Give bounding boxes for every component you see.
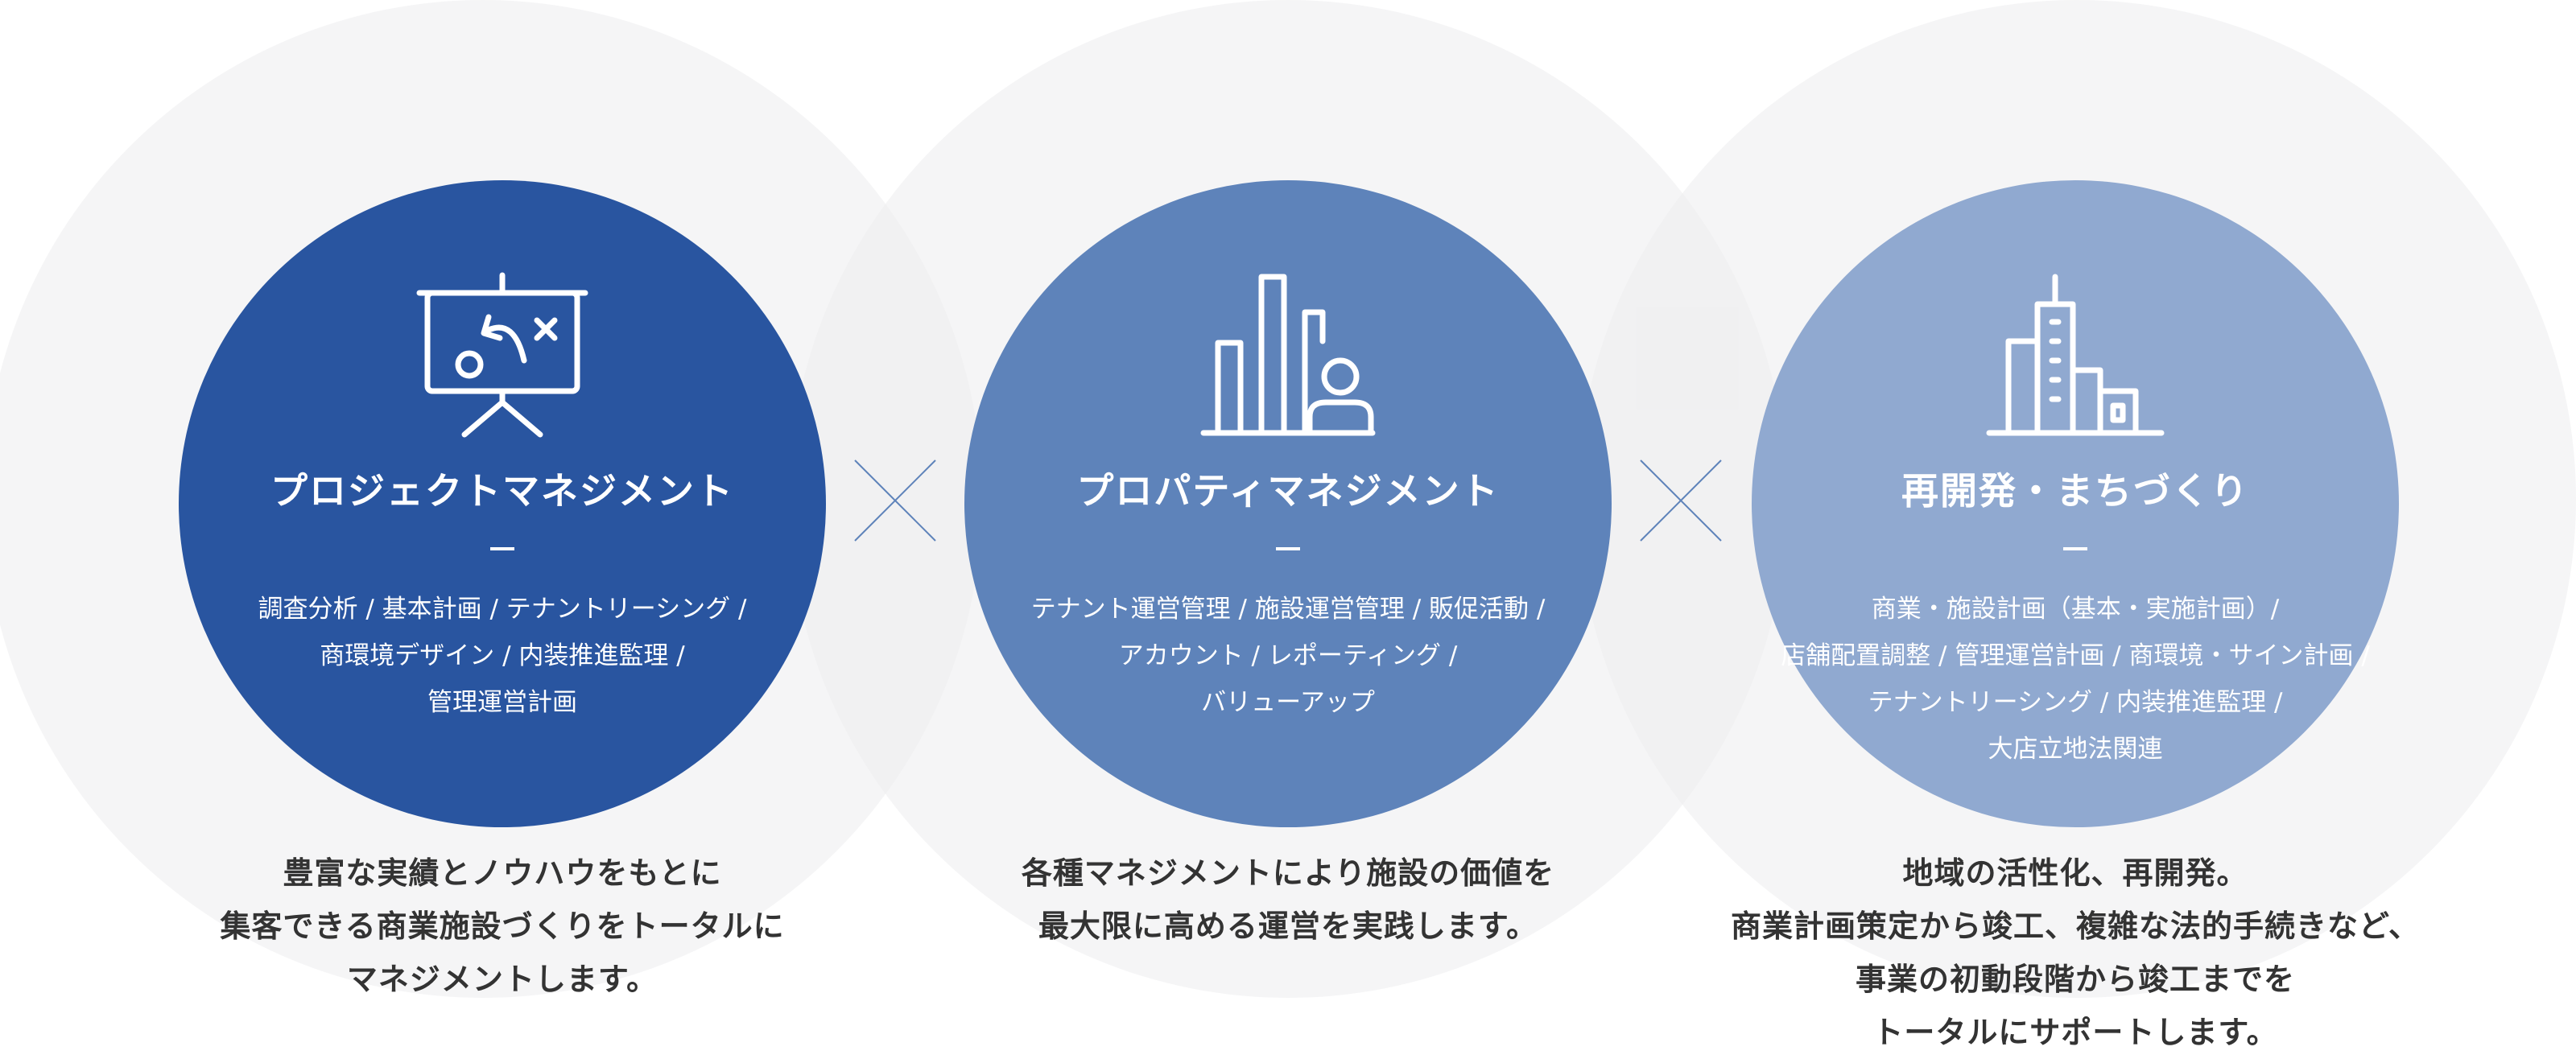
service-description: 地域の活性化、再開発。 商業計画策定から竣工、複雑な法的手続きなど、 事業の初動…	[1633, 847, 2518, 1059]
service-line: 店舗配置調整 / 管理運営計画 / 商環境・サイン計画 /	[1781, 641, 2370, 670]
service-card-redevelopment: 再開発・まちづくり 商業・施設計画（基本・実施計画）/ 店舗配置調整 / 管理運…	[1633, 0, 2518, 1051]
cross-separator-1	[854, 459, 936, 542]
service-list: 調査分析 / 基本計画 / テナントリーシング / 商環境デザイン / 内装推進…	[227, 586, 778, 726]
service-line: バリューアップ	[1201, 688, 1375, 717]
description-line: 集客できる商業施設づくりをトータルに	[220, 909, 785, 944]
service-line: アカウント / レポーティング /	[1118, 641, 1458, 670]
service-card-property-management: プロパティマネジメント テナント運営管理 / 施設運営管理 / 販促活動 / ア…	[845, 0, 1731, 1051]
service-line: テナントリーシング / 内装推進監理 /	[1868, 688, 2283, 717]
service-line: 商業・施設計画（基本・実施計画）/	[1871, 595, 2280, 624]
bar-chart-person-icon	[964, 270, 1612, 439]
service-title: プロジェクトマネジメント	[270, 469, 734, 513]
service-line: テナント運営管理 / 施設運営管理 / 販促活動 /	[1030, 595, 1546, 624]
description-line: マネジメントします。	[346, 962, 658, 997]
service-line: 商環境デザイン / 内装推進監理 /	[320, 641, 685, 670]
title-divider	[490, 547, 514, 550]
description-line: 商業計画策定から竣工、複雑な法的手続きなど、	[1730, 909, 2421, 944]
title-divider	[1276, 547, 1300, 550]
service-list: 商業・施設計画（基本・実施計画）/ 店舗配置調整 / 管理運営計画 / 商環境・…	[1776, 586, 2375, 773]
presentation-board-strategy-icon	[179, 270, 826, 439]
title-divider	[2063, 547, 2087, 550]
service-circle: プロパティマネジメント テナント運営管理 / 施設運営管理 / 販促活動 / ア…	[964, 180, 1612, 827]
service-description: 豊富な実績とノウハウをもとに 集客できる商業施設づくりをトータルに マネジメント…	[60, 847, 945, 1006]
service-line: 調査分析 / 基本計画 / テナントリーシング /	[258, 595, 747, 624]
service-title: 再開発・まちづくり	[1901, 469, 2249, 513]
service-circle: プロジェクトマネジメント 調査分析 / 基本計画 / テナントリーシング / 商…	[179, 180, 826, 827]
service-description: 各種マネジメントにより施設の価値を 最大限に高める運営を実践します。	[845, 847, 1731, 953]
description-line: 各種マネジメントにより施設の価値を	[1021, 855, 1555, 891]
description-line: 事業の初動段階から竣工までを	[1855, 962, 2295, 997]
service-circle: 再開発・まちづくり 商業・施設計画（基本・実施計画）/ 店舗配置調整 / 管理運…	[1752, 180, 2399, 827]
service-line: 大店立地法関連	[1988, 735, 2163, 764]
description-line: 豊富な実績とノウハウをもとに	[283, 855, 722, 891]
service-title: プロパティマネジメント	[1076, 469, 1500, 513]
description-line: 地域の活性化、再開発。	[1902, 855, 2248, 891]
cross-separator-2	[1640, 459, 1722, 542]
description-line: 最大限に高める運営を実践します。	[1038, 909, 1538, 944]
city-buildings-icon	[1752, 270, 2399, 439]
service-list: テナント運営管理 / 施設運営管理 / 販促活動 / アカウント / レポーティ…	[1013, 586, 1563, 726]
service-line: 管理運営計画	[427, 688, 577, 717]
service-card-project-management: プロジェクトマネジメント 調査分析 / 基本計画 / テナントリーシング / 商…	[60, 0, 945, 1051]
description-line: トータルにサポートします。	[1872, 1015, 2278, 1050]
